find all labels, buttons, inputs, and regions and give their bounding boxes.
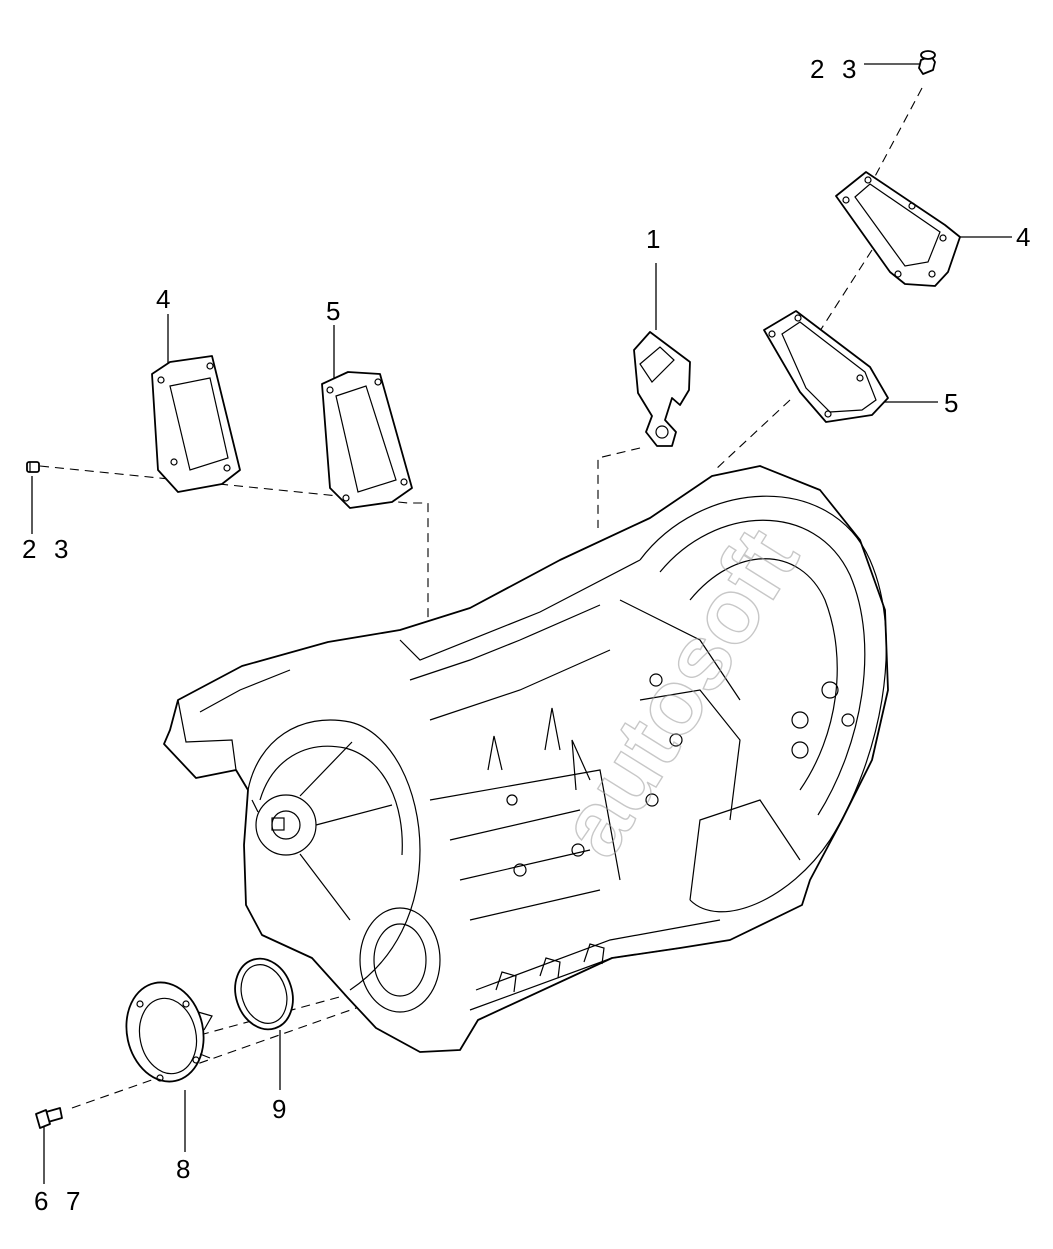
callout-4-left: 4	[156, 284, 170, 314]
leader-lines	[31, 63, 1012, 1184]
callout-5-left: 5	[326, 296, 340, 326]
callout-3-left: 3	[54, 534, 68, 564]
bolt-bottom-left	[35, 1107, 63, 1129]
cover-plate-right	[835, 171, 961, 287]
callout-6: 6	[34, 1186, 48, 1216]
callout-2-left: 2	[22, 534, 36, 564]
end-cover-disc	[125, 981, 213, 1083]
snap-ring	[234, 957, 294, 1031]
callout-5-right: 5	[944, 388, 958, 418]
dash-bolt-to-cover-right	[871, 87, 923, 183]
bracket	[633, 331, 691, 447]
gasket-left	[321, 371, 413, 509]
bolt-top-right	[918, 50, 936, 75]
dash-gasket-to-housing-right	[714, 399, 791, 471]
callout-9: 9	[272, 1094, 286, 1124]
callout-2-top: 2	[810, 54, 824, 84]
callout-labels: 2 3 1 4 5 4 5 2 3 9 8 6 7	[22, 54, 1030, 1216]
callout-4-right: 4	[1016, 222, 1030, 252]
callout-8: 8	[176, 1154, 190, 1184]
gasket-right	[763, 310, 889, 423]
dash-bracket-to-housing	[597, 447, 641, 528]
callout-1: 1	[646, 224, 660, 254]
transmission-housing	[163, 465, 889, 1053]
callout-3-top: 3	[842, 54, 856, 84]
dash-ring-to-housing	[199, 974, 421, 1036]
callout-7: 7	[66, 1186, 80, 1216]
bolt-left	[26, 461, 40, 473]
cover-plate-left	[151, 355, 241, 493]
dash-left-bolt-to-housing	[39, 465, 429, 650]
